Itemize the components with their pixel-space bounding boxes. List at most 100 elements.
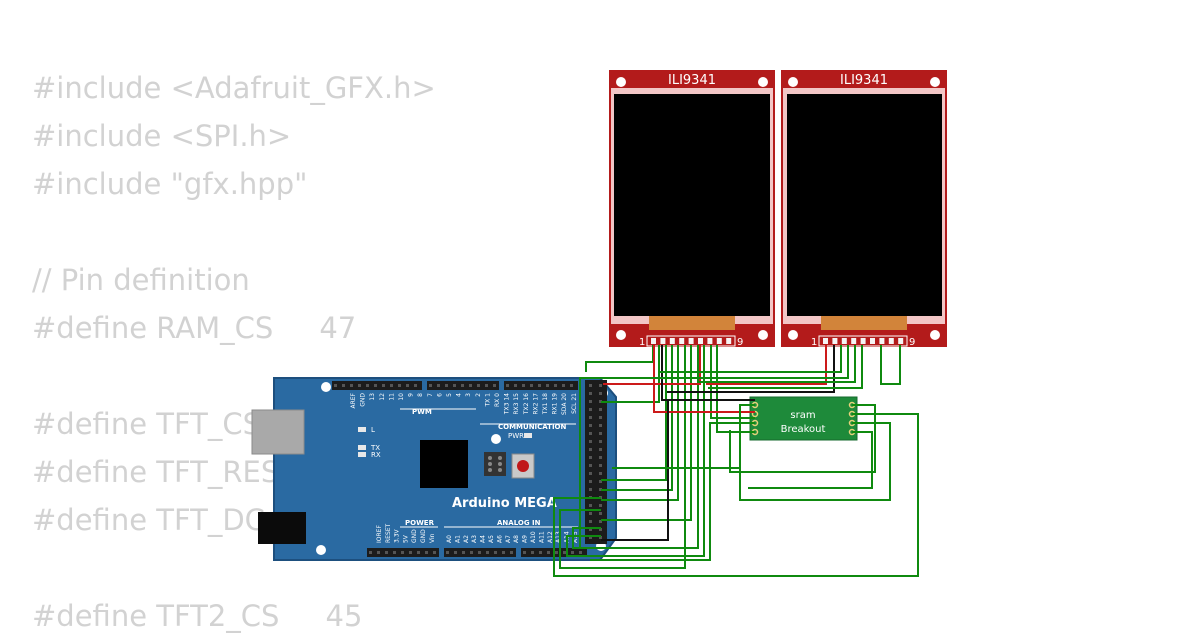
display-1-ribbon <box>649 316 735 330</box>
header-pin <box>589 480 592 483</box>
header-pin <box>599 512 602 515</box>
led-l <box>358 427 366 432</box>
code-line: // Pin definition <box>32 263 250 297</box>
code-line: #define TFT_CS <box>32 407 262 441</box>
pin-label: A11 <box>538 531 545 543</box>
header-pin <box>390 384 393 387</box>
header-pin <box>589 416 592 419</box>
pin-label: A12 <box>547 531 554 543</box>
display-pin-pads <box>651 338 904 344</box>
display-pin-pad <box>679 338 685 344</box>
header-pin <box>589 464 592 467</box>
sram-breakout[interactable]: sram Breakout <box>749 396 858 441</box>
header-pin <box>461 384 464 387</box>
pin-label: 12 <box>379 393 386 401</box>
header-pin <box>599 488 602 491</box>
header-pin <box>429 384 432 387</box>
display-pin-pad <box>832 338 838 344</box>
header-pin <box>554 384 557 387</box>
code-line: #include <Adafruit_GFX.h> <box>32 71 436 105</box>
header-pin <box>398 384 401 387</box>
led-rx-label: RX <box>371 451 381 459</box>
header-pin <box>433 551 436 554</box>
header-pin <box>506 384 509 387</box>
header-pin <box>539 551 542 554</box>
header-pin <box>401 551 404 554</box>
header-pin <box>358 384 361 387</box>
display-2-screen <box>787 94 942 316</box>
code-line: #include <SPI.h> <box>32 119 292 153</box>
usb-connector[interactable] <box>251 409 305 455</box>
pin-label: 5 <box>446 393 453 397</box>
led-tx-label: TX <box>370 444 380 452</box>
pin-label: A4 <box>480 535 487 543</box>
header-pin <box>417 551 420 554</box>
header-pin <box>502 551 505 554</box>
header-pin <box>446 551 449 554</box>
header-pin <box>334 384 337 387</box>
header-pin <box>599 432 602 435</box>
display-1-title: ILI9341 <box>668 73 716 88</box>
header-pin <box>589 440 592 443</box>
pin-label: A15 <box>572 531 579 543</box>
header-pin <box>562 384 565 387</box>
display-1[interactable]: ILI9341 1 9 <box>609 70 775 348</box>
pin-label: 8 <box>417 393 424 397</box>
pin-label: A13 <box>555 531 562 543</box>
header-pin <box>599 408 602 411</box>
header-pin <box>393 551 396 554</box>
pin-label: 7 <box>427 393 434 397</box>
header-pin <box>599 528 602 531</box>
header-pin <box>485 384 488 387</box>
communication-label: COMMUNICATION <box>498 423 567 431</box>
header-pin <box>538 384 541 387</box>
display-2[interactable]: ILI9341 1 9 <box>781 70 947 348</box>
header-pin <box>599 392 602 395</box>
sram-label: sram <box>790 410 815 421</box>
header-pin <box>589 520 592 523</box>
header-pin <box>599 472 602 475</box>
header-pin <box>342 384 345 387</box>
pin-label: 2 <box>475 393 482 397</box>
display-1-pin-last: 9 <box>737 337 743 348</box>
display-pin-pad <box>870 338 875 344</box>
pin-label: GND <box>420 529 427 543</box>
display-pin-pad <box>698 338 703 344</box>
pin-label: 6 <box>436 393 443 397</box>
arduino-mega-board[interactable]: L TX RX PWR PWM COMMUNICATION POWER ANAL… <box>251 377 617 561</box>
code-line: #define RAM_CS 47 <box>32 311 357 345</box>
display-pin-pad <box>823 338 828 344</box>
header-pin <box>425 551 428 554</box>
pin-label: A5 <box>488 535 495 543</box>
header-pin <box>523 551 526 554</box>
header-pin <box>589 400 592 403</box>
header-pin <box>579 551 582 554</box>
header-pin <box>522 384 525 387</box>
pin-label: 13 <box>369 393 376 401</box>
display-2-title: ILI9341 <box>840 73 888 88</box>
header-pin <box>469 384 472 387</box>
header-pin <box>374 384 377 387</box>
header-pin <box>462 551 465 554</box>
header-pin <box>599 504 602 507</box>
pin-label: TX3 14 <box>504 393 511 415</box>
header-pin <box>470 551 473 554</box>
reset-button-cap[interactable] <box>517 460 529 472</box>
power-jack[interactable] <box>258 512 306 544</box>
display-pin-pad <box>716 338 722 344</box>
header-pin <box>382 384 385 387</box>
header-pin <box>385 551 388 554</box>
header-pin <box>437 384 440 387</box>
wires <box>553 345 919 577</box>
header-pin <box>453 384 456 387</box>
code-line: #include "gfx.hpp" <box>32 167 308 201</box>
led-tx <box>358 445 366 450</box>
power-label: POWER <box>405 519 435 527</box>
analog-in-label: ANALOG IN <box>497 519 541 527</box>
header-pin <box>589 424 592 427</box>
header-pin <box>589 504 592 507</box>
header-pin <box>547 551 550 554</box>
header-pin <box>369 551 372 554</box>
pin-label: SDA 20 <box>561 393 568 415</box>
header-pin <box>599 440 602 443</box>
